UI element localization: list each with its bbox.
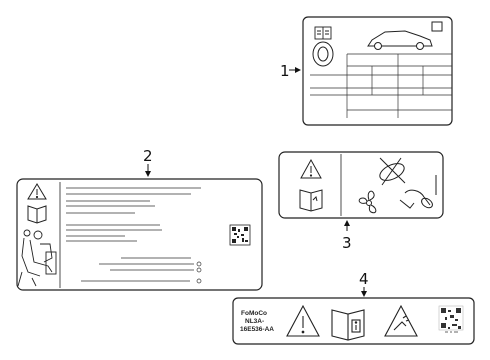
label-4-line-3: 16E536-AA	[240, 326, 274, 333]
label-2	[16, 178, 263, 291]
warning-triangle-icon	[300, 158, 322, 179]
label-4-line-1: FoMoCo	[241, 310, 267, 317]
car-icon	[367, 21, 443, 50]
callout-3: 3	[342, 220, 352, 252]
label-1-table	[310, 53, 452, 118]
label-4-line-2: NL3A-	[245, 318, 264, 325]
label-1	[302, 16, 453, 126]
callout-4: 4	[359, 270, 369, 297]
qr-code-icon	[438, 305, 464, 333]
callout-2: 2	[143, 147, 153, 177]
label-2-text-lines	[66, 187, 201, 282]
book-icon	[27, 205, 47, 224]
info-book-icon	[331, 309, 365, 341]
crossed-hand-icon	[379, 157, 406, 186]
tire-icon	[312, 41, 334, 67]
svg-text:1: 1	[280, 62, 290, 80]
svg-text:3: 3	[342, 234, 352, 252]
callout-1: 1	[280, 62, 301, 80]
caution-hand-icon	[384, 304, 418, 337]
label-3	[278, 151, 444, 219]
label-2-bullets	[196, 261, 202, 284]
warning-triangle-icon	[27, 183, 47, 200]
fan-icon	[358, 190, 377, 214]
label-4: FoMoCo NL3A- 16E536-AA	[232, 297, 475, 345]
svg-text:4: 4	[359, 270, 369, 288]
hose-icon	[399, 175, 437, 209]
warning-triangle-icon	[286, 304, 320, 337]
book-icon	[299, 189, 323, 212]
seat-icon	[17, 229, 57, 287]
qr-code-icon	[229, 224, 251, 246]
svg-text:2: 2	[143, 147, 153, 165]
book-icon	[314, 26, 332, 40]
